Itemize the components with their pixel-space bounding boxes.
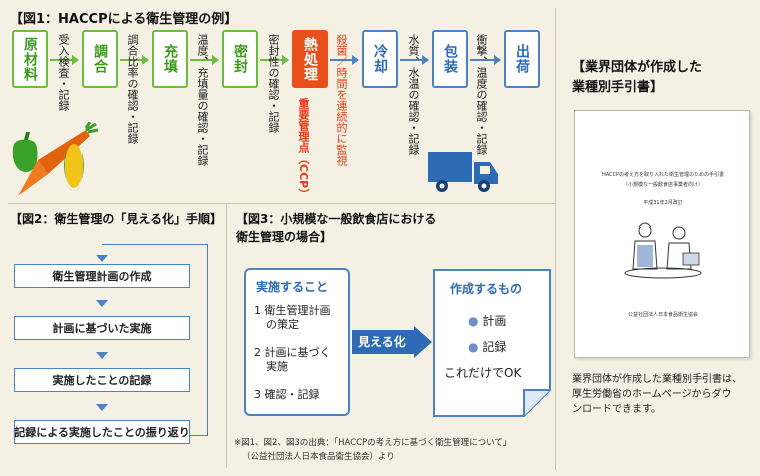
fig2-step-2: 計画に基づいた実施	[14, 316, 190, 340]
todo-item-3: 3 確認・記録	[254, 386, 320, 402]
guide-caption-line2: 厚生労働省のホームページからダウ	[572, 389, 732, 400]
todo-item-1-num: 1	[254, 304, 261, 317]
todo-item-1-line2: の策定	[266, 318, 299, 331]
fig2-step-3: 実施したことの記録	[14, 368, 190, 392]
arrow-3	[190, 55, 219, 65]
step-cooling: 冷却	[362, 30, 398, 88]
make-item-2: ● 記録	[468, 338, 506, 355]
source-note-line2: （公益社団法人日本食品衛生協会）より	[242, 452, 395, 462]
visualize-arrow	[352, 326, 432, 358]
todo-item-1-line1: 衛生管理計画	[264, 304, 331, 317]
vegetables-icon	[12, 122, 98, 196]
guide-title-line1: 【業界団体が作成した	[572, 60, 703, 75]
fig2-arrow-1	[96, 300, 108, 307]
step-heat-treatment: 熱処理	[292, 30, 328, 88]
fig2-step-4: 記録による実施したことの振り返り	[14, 420, 190, 444]
guide-caption: 業界団体が作成した業種別手引書は、 厚生労働省のホームページからダウ ンロードで…	[572, 372, 742, 417]
step-packaging: 包装	[432, 30, 468, 88]
note-ccp: 重要管理点（CCP）	[297, 98, 310, 200]
todo-item-2-line1: 計画に基づく	[264, 346, 331, 359]
step-sealing: 密封	[222, 30, 258, 88]
source-note-line1: ※図1、図2、図3の出典：「HACCPの考え方に基づく衛生管理について」	[234, 438, 512, 448]
todo-box: 実施すること 1 衛生管理計画 の策定 2 計画に基づく 実施 3 確認・記録	[244, 268, 350, 416]
make-item-1: ● 計画	[468, 312, 506, 329]
make-footer: これだけでOK	[444, 366, 522, 380]
fig1-title: 【図1：HACCPによる衛生管理の例】	[10, 12, 238, 27]
book-publisher: 公益社団法人日本食品衛生協会	[627, 312, 698, 318]
note-packaging: 衝撃、温度の確認・記録	[475, 34, 488, 155]
arrow-4	[260, 55, 289, 65]
arrow-6	[400, 55, 429, 65]
fig2-arrow-2	[96, 352, 108, 359]
arrow-1	[50, 55, 79, 65]
make-box-shape	[433, 269, 551, 417]
arrow-5	[330, 55, 359, 65]
fig2-arrow-3	[96, 404, 108, 411]
step-mixing: 調合	[82, 30, 118, 88]
book-subtitle: （小規模な一般飲食店事業者向け）	[622, 182, 703, 188]
fig2-title: 【図2：衛生管理の「見える化」手順】	[10, 212, 222, 226]
note-filling: 温度、充填量の確認・記録	[196, 34, 209, 166]
divider-middle	[8, 203, 555, 204]
guide-book-cover: HACCPの考え方を取り入れた衛生管理のための手引書 （小規模な一般飲食店事業者…	[574, 110, 750, 358]
cooks-illustration-icon	[624, 222, 702, 279]
arrow-2	[120, 55, 149, 65]
fig2-step-1: 衛生管理計画の作成	[14, 264, 190, 288]
book-title: HACCPの考え方を取り入れた衛生管理のための手引書	[601, 172, 725, 178]
guide-title-line2: 業種別手引書】	[572, 80, 664, 95]
fig3-title-line2: 衛生管理の場合】	[236, 230, 333, 244]
truck-icon	[428, 152, 498, 192]
todo-title: 実施すること	[256, 280, 329, 294]
step-raw-materials: 原材料	[12, 30, 48, 88]
todo-item-2-line2: 実施	[266, 360, 288, 373]
fig3-title-line1: 【図3：小規模な一般飲食店における	[236, 212, 437, 226]
bullet-icon: ●	[468, 314, 479, 328]
note-heat-monitor: 殺菌／時間を連続的に監視	[335, 34, 348, 166]
loop-arrow	[96, 255, 108, 262]
note-mixing: 調合比率の確認・記録	[126, 34, 139, 144]
book-date: 平成31年2月改訂	[643, 200, 683, 206]
step-filling: 充填	[152, 30, 188, 88]
guide-caption-line3: ンロードできます。	[572, 404, 661, 415]
make-item-2-label: 記録	[482, 340, 507, 354]
make-title: 作成するもの	[450, 282, 523, 296]
bullet-icon: ●	[468, 340, 479, 354]
guide-caption-line1: 業界団体が作成した業種別手引書は、	[572, 374, 742, 385]
divider-fig2-fig3	[226, 203, 227, 468]
visualize-label: 見える化	[358, 335, 406, 349]
todo-item-2-num: 2	[254, 346, 261, 359]
todo-item-3-line1: 確認・記録	[264, 388, 320, 401]
divider-right	[555, 8, 556, 470]
todo-item-1: 1 衛生管理計画 の策定	[254, 304, 331, 332]
step-shipping: 出荷	[504, 30, 540, 88]
note-sealing: 密封性の確認・記録	[267, 34, 280, 133]
note-cooling: 水質、水温の確認・記録	[407, 34, 420, 155]
make-item-1-label: 計画	[482, 314, 507, 328]
todo-item-3-num: 3	[254, 388, 261, 401]
todo-item-2: 2 計画に基づく 実施	[254, 346, 331, 374]
note-raw-materials: 受入検査・記録	[57, 34, 70, 111]
arrow-7	[470, 55, 501, 65]
